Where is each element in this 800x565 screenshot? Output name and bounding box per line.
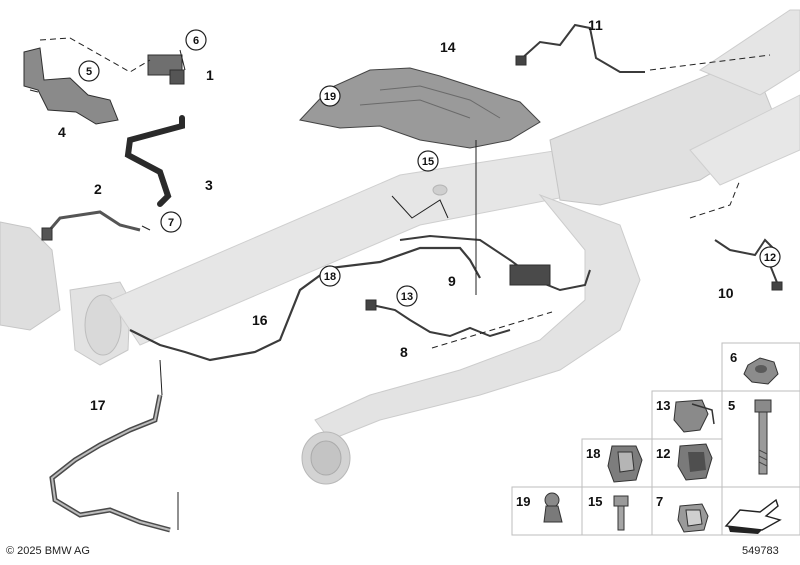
- exhaust-pipe-assembly: [0, 9, 800, 485]
- circled-callouts: 5 6 7 12 13 15 18 19: [78, 29, 781, 307]
- component-drawings: [23, 23, 783, 533]
- callout-17: 17: [90, 397, 106, 413]
- svg-text:12: 12: [764, 252, 776, 264]
- screw-drawing: [613, 495, 629, 531]
- cable-clip-drawing: [673, 399, 715, 433]
- callout-6-circle: 6: [185, 29, 207, 51]
- svg-text:18: 18: [324, 271, 336, 283]
- reference-arrow-icon: [724, 498, 782, 534]
- callout-12-circle: 12: [759, 246, 781, 268]
- callout-8: 8: [400, 344, 408, 360]
- svg-text:13: 13: [401, 291, 413, 303]
- callout-13-circle: 13: [396, 285, 418, 307]
- grid-label-7: 7: [656, 494, 663, 509]
- callout-9: 9: [448, 273, 456, 289]
- holder-clip-drawing: [607, 445, 643, 483]
- svg-text:19: 19: [324, 91, 336, 103]
- callout-16: 16: [252, 312, 268, 328]
- callout-11: 11: [588, 17, 603, 33]
- callout-1: 1: [206, 67, 214, 83]
- grid-label-15: 15: [588, 494, 602, 509]
- grid-label-12: 12: [656, 446, 670, 461]
- grid-label-6: 6: [730, 350, 737, 365]
- hex-nut-drawing: [743, 357, 779, 385]
- callout-labels: 1 2 3 4 8 9 10 11 14 16 17: [58, 17, 734, 413]
- grid-label-13: 13: [656, 398, 670, 413]
- svg-text:6: 6: [193, 35, 199, 47]
- callout-15-circle: 15: [417, 150, 439, 172]
- spring-clip-drawing: [677, 503, 709, 533]
- svg-text:5: 5: [86, 66, 92, 78]
- grid-label-18: 18: [586, 446, 600, 461]
- double-clip-drawing: [677, 443, 713, 481]
- callout-18-circle: 18: [319, 265, 341, 287]
- callout-7-circle: 7: [160, 211, 182, 233]
- copyright-text: © 2025 BMW AG: [6, 545, 90, 557]
- grid-label-5: 5: [728, 398, 735, 413]
- callout-3: 3: [205, 177, 213, 193]
- callout-5-circle: 5: [78, 60, 100, 82]
- grid-label-19: 19: [516, 494, 530, 509]
- small-parts-grid: 6 13 5 18 12 19 15 7: [511, 342, 800, 536]
- push-clip-drawing: [543, 492, 563, 523]
- svg-text:15: 15: [422, 156, 434, 168]
- image-number: 549783: [742, 545, 779, 557]
- bolt-drawing: [754, 399, 772, 475]
- callout-10: 10: [718, 285, 734, 301]
- callout-4: 4: [58, 124, 66, 140]
- svg-text:7: 7: [168, 217, 174, 229]
- callout-14: 14: [440, 39, 456, 55]
- callout-19-circle: 19: [319, 85, 341, 107]
- callout-2: 2: [94, 181, 102, 197]
